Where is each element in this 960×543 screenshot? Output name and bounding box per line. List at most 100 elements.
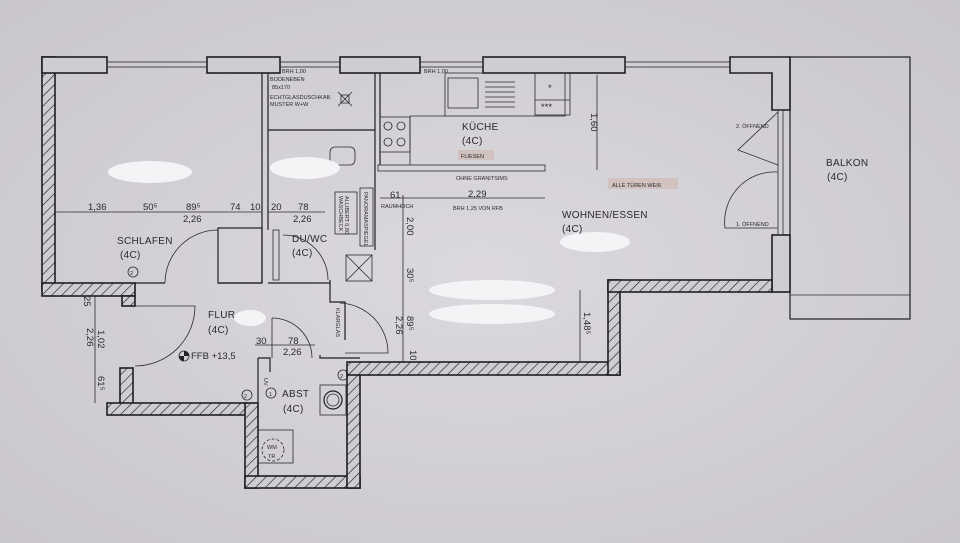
- room-name-schlafen: SCHLAFEN: [117, 236, 173, 247]
- redactions: [108, 157, 630, 326]
- bathroom-door: [282, 234, 329, 281]
- room-labels: SCHLAFEN (4C) DU/WC (4C) KÜCHE (4C) FLIE…: [117, 121, 868, 415]
- drainboard: [485, 81, 515, 108]
- marker-circle: [241, 389, 253, 401]
- room-code-kueche: (4C): [462, 136, 483, 147]
- room-code-flur: (4C): [208, 325, 229, 336]
- door-note-second: 2. ÖFFNEND: [736, 123, 769, 130]
- freezer-symbol: ***: [541, 102, 552, 113]
- room-code-schlafen: (4C): [120, 250, 141, 261]
- sill-height-note: BRH 1,25 VON RFB: [453, 206, 503, 212]
- dimension-lines: [55, 75, 598, 403]
- exterior-walls: [41, 56, 791, 489]
- dimension-label: 30⁵: [404, 268, 415, 283]
- mirror-note: PANORAMASPIEGEL: [362, 192, 368, 247]
- room-name-balkon: BALKON: [826, 158, 868, 169]
- dimension-label: 2,00: [404, 217, 415, 236]
- dimension-label: 2,26: [183, 214, 202, 225]
- counter: [377, 164, 546, 172]
- dimension-label: 61⁵: [95, 376, 106, 391]
- dimension-label: 2,29: [468, 189, 487, 200]
- dimension-label: 1,60: [588, 113, 599, 132]
- shower-drain-icon: [337, 91, 353, 107]
- mirror: [359, 187, 374, 247]
- dimension-label: 1,02: [95, 330, 106, 349]
- marker: 1: [269, 392, 272, 398]
- door-note-first: 1. ÖFFNEND: [736, 221, 769, 228]
- balcony-door-tilt: [737, 111, 779, 166]
- shower-note: 85x170: [272, 85, 290, 91]
- clear-glass-note: KLARGLAS: [334, 308, 340, 337]
- shower-note: MUSTER W+W: [270, 102, 309, 108]
- fixtures: [257, 72, 571, 464]
- tiles-note-highlight: [458, 150, 494, 160]
- dimension-label: 50⁵: [143, 202, 158, 213]
- balcony-glass-door: [777, 109, 784, 236]
- washer-label: WM: [267, 445, 277, 451]
- room-name-wohnen: WOHNEN/ESSEN: [562, 210, 648, 221]
- basin-note: ALLIBERT 0,80: [343, 196, 349, 234]
- dimension-labels: 1,36 50⁵ 89⁵ 2,26 74 10 20 78 2,26 61 2,…: [81, 113, 599, 391]
- dimension-label: 2,26: [84, 328, 95, 347]
- dimension-label: 1,48⁵: [581, 312, 592, 334]
- washbasin: [334, 191, 358, 235]
- fridge: [534, 72, 571, 116]
- dimension-label: 25: [81, 296, 92, 307]
- dimension-label: 1,36: [88, 202, 107, 213]
- marker: 2: [130, 271, 133, 277]
- fridge-symbol: *: [548, 83, 552, 94]
- marker-circle: [265, 387, 277, 399]
- distribution-label: UV: [262, 378, 268, 386]
- dimension-label: 61: [390, 190, 401, 201]
- room-name-kueche: KÜCHE: [462, 121, 499, 133]
- room-name-du-wc: DU/WC: [292, 234, 327, 245]
- storage-door: [271, 317, 313, 359]
- doors-note-highlight: [608, 178, 678, 189]
- dimension-label: 10: [250, 202, 261, 213]
- window-sill-note-2: BRH 1,00: [424, 69, 448, 75]
- balcony-outline: [789, 56, 911, 320]
- window-sill-note-1: BRH 1,00: [282, 69, 306, 75]
- kitchen-counter-top: [444, 72, 566, 117]
- room-name-flur: FLUR: [208, 310, 235, 321]
- dimension-label: 2,26: [393, 316, 404, 335]
- marker-circle: [337, 369, 349, 381]
- dimension-label: 30: [256, 336, 267, 347]
- level-marker-icon: [178, 350, 190, 362]
- dimension-label: 78: [298, 202, 309, 213]
- bedroom-door: [164, 229, 219, 284]
- marker-circle: [127, 266, 139, 278]
- living-door: [339, 302, 389, 354]
- sink: [447, 77, 479, 109]
- washer-dryer-icon: [257, 429, 294, 464]
- room-height-note: RAUMHOCH: [381, 204, 413, 210]
- room-code-abst: (4C): [283, 404, 304, 415]
- shower-note: BODENEBEN: [270, 77, 305, 83]
- balcony-door: [724, 171, 779, 229]
- dryer-label: TR: [268, 454, 275, 460]
- shaft: [345, 254, 373, 282]
- dimension-label: 74: [230, 202, 241, 213]
- room-code-du-wc: (4C): [292, 248, 313, 259]
- dimension-label: 89⁵: [186, 202, 201, 213]
- dimension-label: 2,26: [283, 347, 302, 358]
- entrance-door: [134, 305, 196, 367]
- granite-note: OHNE GRANITSIMS: [456, 176, 508, 182]
- doors: [134, 111, 779, 367]
- room-code-wohnen: (4C): [562, 224, 583, 235]
- dimension-label: 2,26: [293, 214, 312, 225]
- shower-note: ECHTGLASDUSCHKAB.: [270, 95, 332, 101]
- floor-level-note: FFB +13,5: [191, 351, 236, 362]
- kitchen-tiles-note: FLIESEN: [461, 154, 484, 160]
- plan-notes: BRH 1,00 BRH 1,00 BODENEBEN 85x170 ECHTG…: [178, 69, 769, 460]
- toilet: [329, 146, 356, 166]
- room-name-abst: ABST: [282, 389, 309, 400]
- dimension-label: 89⁵: [404, 316, 415, 331]
- dimension-label: 10: [407, 350, 418, 361]
- marker: 2: [244, 394, 247, 400]
- dimension-label: 20: [271, 202, 282, 213]
- windows: [106, 61, 784, 236]
- dimension-label: 78: [288, 336, 299, 347]
